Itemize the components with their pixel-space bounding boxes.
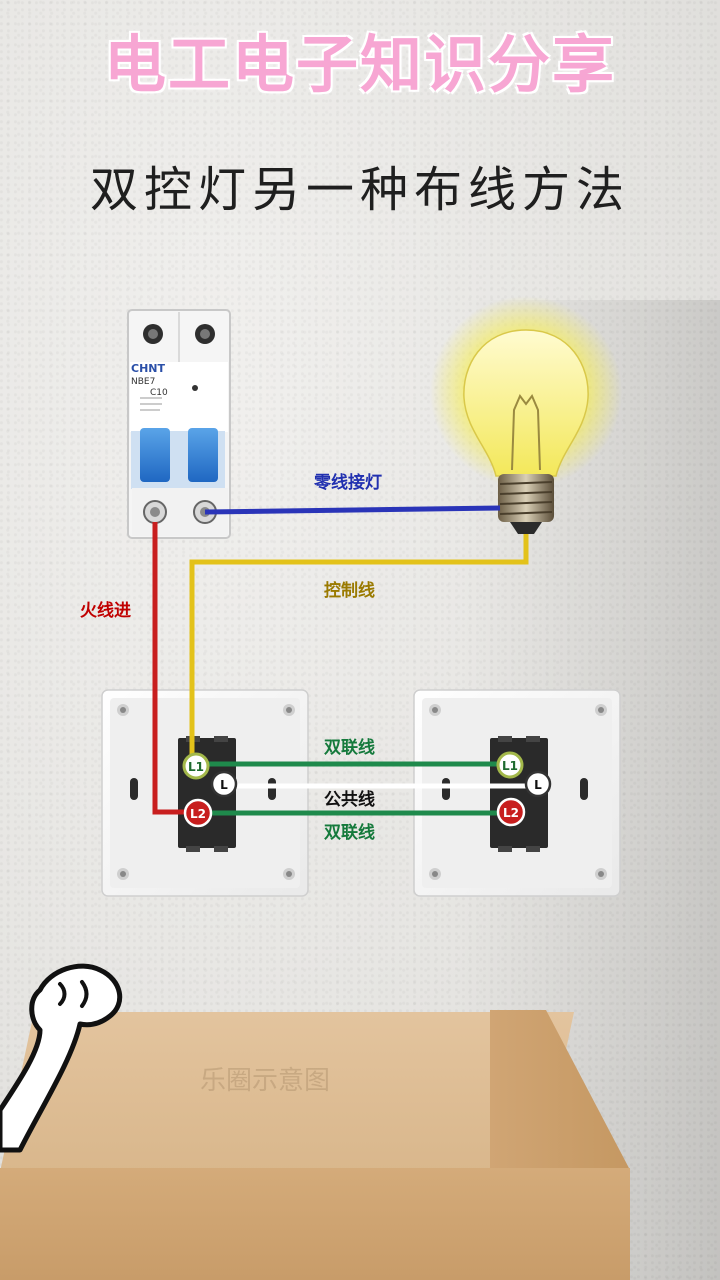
terminal-right-l2-label: L2 [503,806,519,820]
live-wire-label: 火线进 [80,600,131,621]
circuit-breaker [127,309,231,539]
breaker-rating-text: C10 [150,388,168,398]
breaker-model-text: NBE7 [131,377,155,387]
terminal-left-l-label: L [220,778,228,792]
switch-plate-right [413,689,621,897]
page-subtitle: 双控灯另一种布线方法 [89,162,630,218]
control-wire-label: 控制线 [324,580,375,601]
breaker-brand-text: CHNT [131,362,165,375]
terminal-right-l-label: L [534,778,542,792]
terminal-left-l1 [182,752,210,780]
cartoon-paw-icon [0,963,123,1153]
terminal-right-l1 [496,751,524,779]
terminal-right-l1-label: L1 [502,759,518,773]
traveler-bottom-label: 双联线 [324,822,375,843]
terminal-left-l [210,770,238,798]
neutral-wire [204,505,501,515]
common-wire-label: 公共线 [324,789,375,810]
light-bulb [430,296,622,534]
terminal-right-l2 [496,797,526,827]
table-front [0,1168,630,1280]
terminal-left-l1-label: L1 [188,760,204,774]
banner-title: 电工电子知识分享 [103,28,616,101]
watermark-text: 乐圈示意图 [200,1066,331,1096]
terminal-left-l2-label: L2 [190,807,206,821]
switch-plate-left [101,689,309,897]
terminal-left-l2 [183,798,213,828]
live-wire [152,522,196,815]
neutral-wire-label: 零线接灯 [313,472,382,493]
traveler-top-label: 双联线 [324,737,375,758]
terminal-right-l [524,770,552,798]
